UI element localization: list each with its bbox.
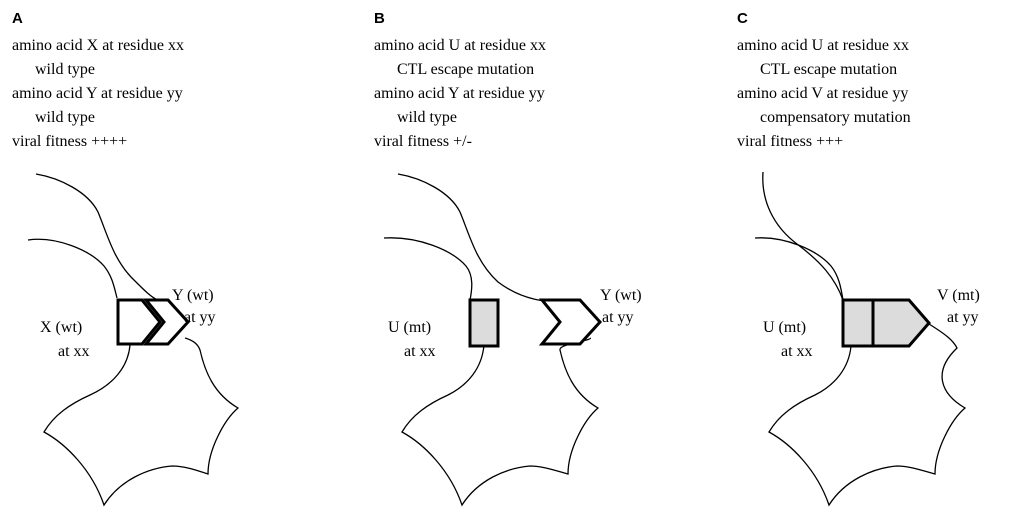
protein-outline-top	[397, 173, 571, 303]
left-label-line1: U (mt)	[763, 319, 806, 336]
residue-y-wt-chevron	[538, 298, 603, 346]
panel-description: amino acid U at residue xx CTL escape mu…	[374, 34, 546, 154]
residue-u-mt-block	[468, 298, 500, 348]
residue-xx-line: amino acid U at residue xx	[374, 37, 546, 54]
residue-xx-status: wild type	[35, 61, 95, 78]
right-label-line1: V (mt)	[937, 287, 980, 304]
viral-fitness-line: viral fitness +/-	[374, 133, 472, 150]
left-label-line2: at xx	[404, 343, 436, 360]
protein-interface-diagram: U (mt) at xx V (mt) at yy	[754, 171, 980, 507]
residue-yy-status: wild type	[35, 109, 95, 126]
residue-u-mt-block	[841, 298, 875, 348]
left-label-line1: X (wt)	[40, 319, 82, 336]
protein-outline-top	[35, 173, 159, 301]
left-label-line1: U (mt)	[388, 319, 431, 336]
residue-xx-status: CTL escape mutation	[760, 61, 898, 78]
panel-letter: A	[12, 10, 23, 27]
right-label-line1: Y (wt)	[600, 287, 642, 304]
right-label-line2: at yy	[602, 309, 634, 326]
right-label-line2: at yy	[184, 309, 216, 326]
right-label-line2: at yy	[947, 309, 979, 326]
residue-yy-line: amino acid V at residue yy	[737, 85, 909, 102]
viral-fitness-line: viral fitness +++	[737, 133, 844, 150]
panel-letter: B	[374, 10, 385, 27]
protein-outline-middle	[754, 237, 844, 301]
residue-xx-line: amino acid X at residue xx	[12, 37, 184, 54]
protein-outline-bottom	[43, 337, 240, 507]
protein-outline-top	[762, 171, 844, 301]
residue-yy-status: wild type	[397, 109, 457, 126]
residue-xx-status: CTL escape mutation	[397, 61, 535, 78]
left-label-line2: at xx	[58, 343, 90, 360]
protein-outline-middle	[27, 238, 118, 299]
panel-a: A amino acid X at residue xx wild type a…	[0, 0, 340, 528]
residue-v-mt-block	[871, 298, 931, 348]
protein-outline-bottom	[768, 323, 967, 507]
viral-fitness-line: viral fitness ++++	[12, 133, 128, 150]
panel-b: B amino acid U at residue xx CTL escape …	[362, 0, 702, 528]
protein-outline-bottom	[401, 337, 600, 507]
protein-interface-diagram: U (mt) at xx Y (wt) at yy	[383, 173, 642, 507]
residue-xx-line: amino acid U at residue xx	[737, 37, 909, 54]
residue-yy-line: amino acid Y at residue yy	[12, 85, 183, 102]
residue-y-wt-chevron	[142, 298, 191, 346]
right-label-line1: Y (wt)	[172, 287, 214, 304]
protein-interface-diagram: X (wt) at xx Y (wt) at yy	[27, 173, 240, 507]
panel-description: amino acid X at residue xx wild type ami…	[12, 34, 184, 154]
left-label-line2: at xx	[781, 343, 813, 360]
panel-letter: C	[737, 10, 748, 27]
residue-yy-line: amino acid Y at residue yy	[374, 85, 545, 102]
residue-x-wt-chevron	[116, 298, 162, 346]
panel-c: C amino acid U at residue xx CTL escape …	[725, 0, 1028, 528]
protein-outline-middle	[383, 237, 473, 301]
panel-description: amino acid U at residue xx CTL escape mu…	[737, 34, 911, 154]
residue-yy-status: compensatory mutation	[760, 109, 911, 126]
